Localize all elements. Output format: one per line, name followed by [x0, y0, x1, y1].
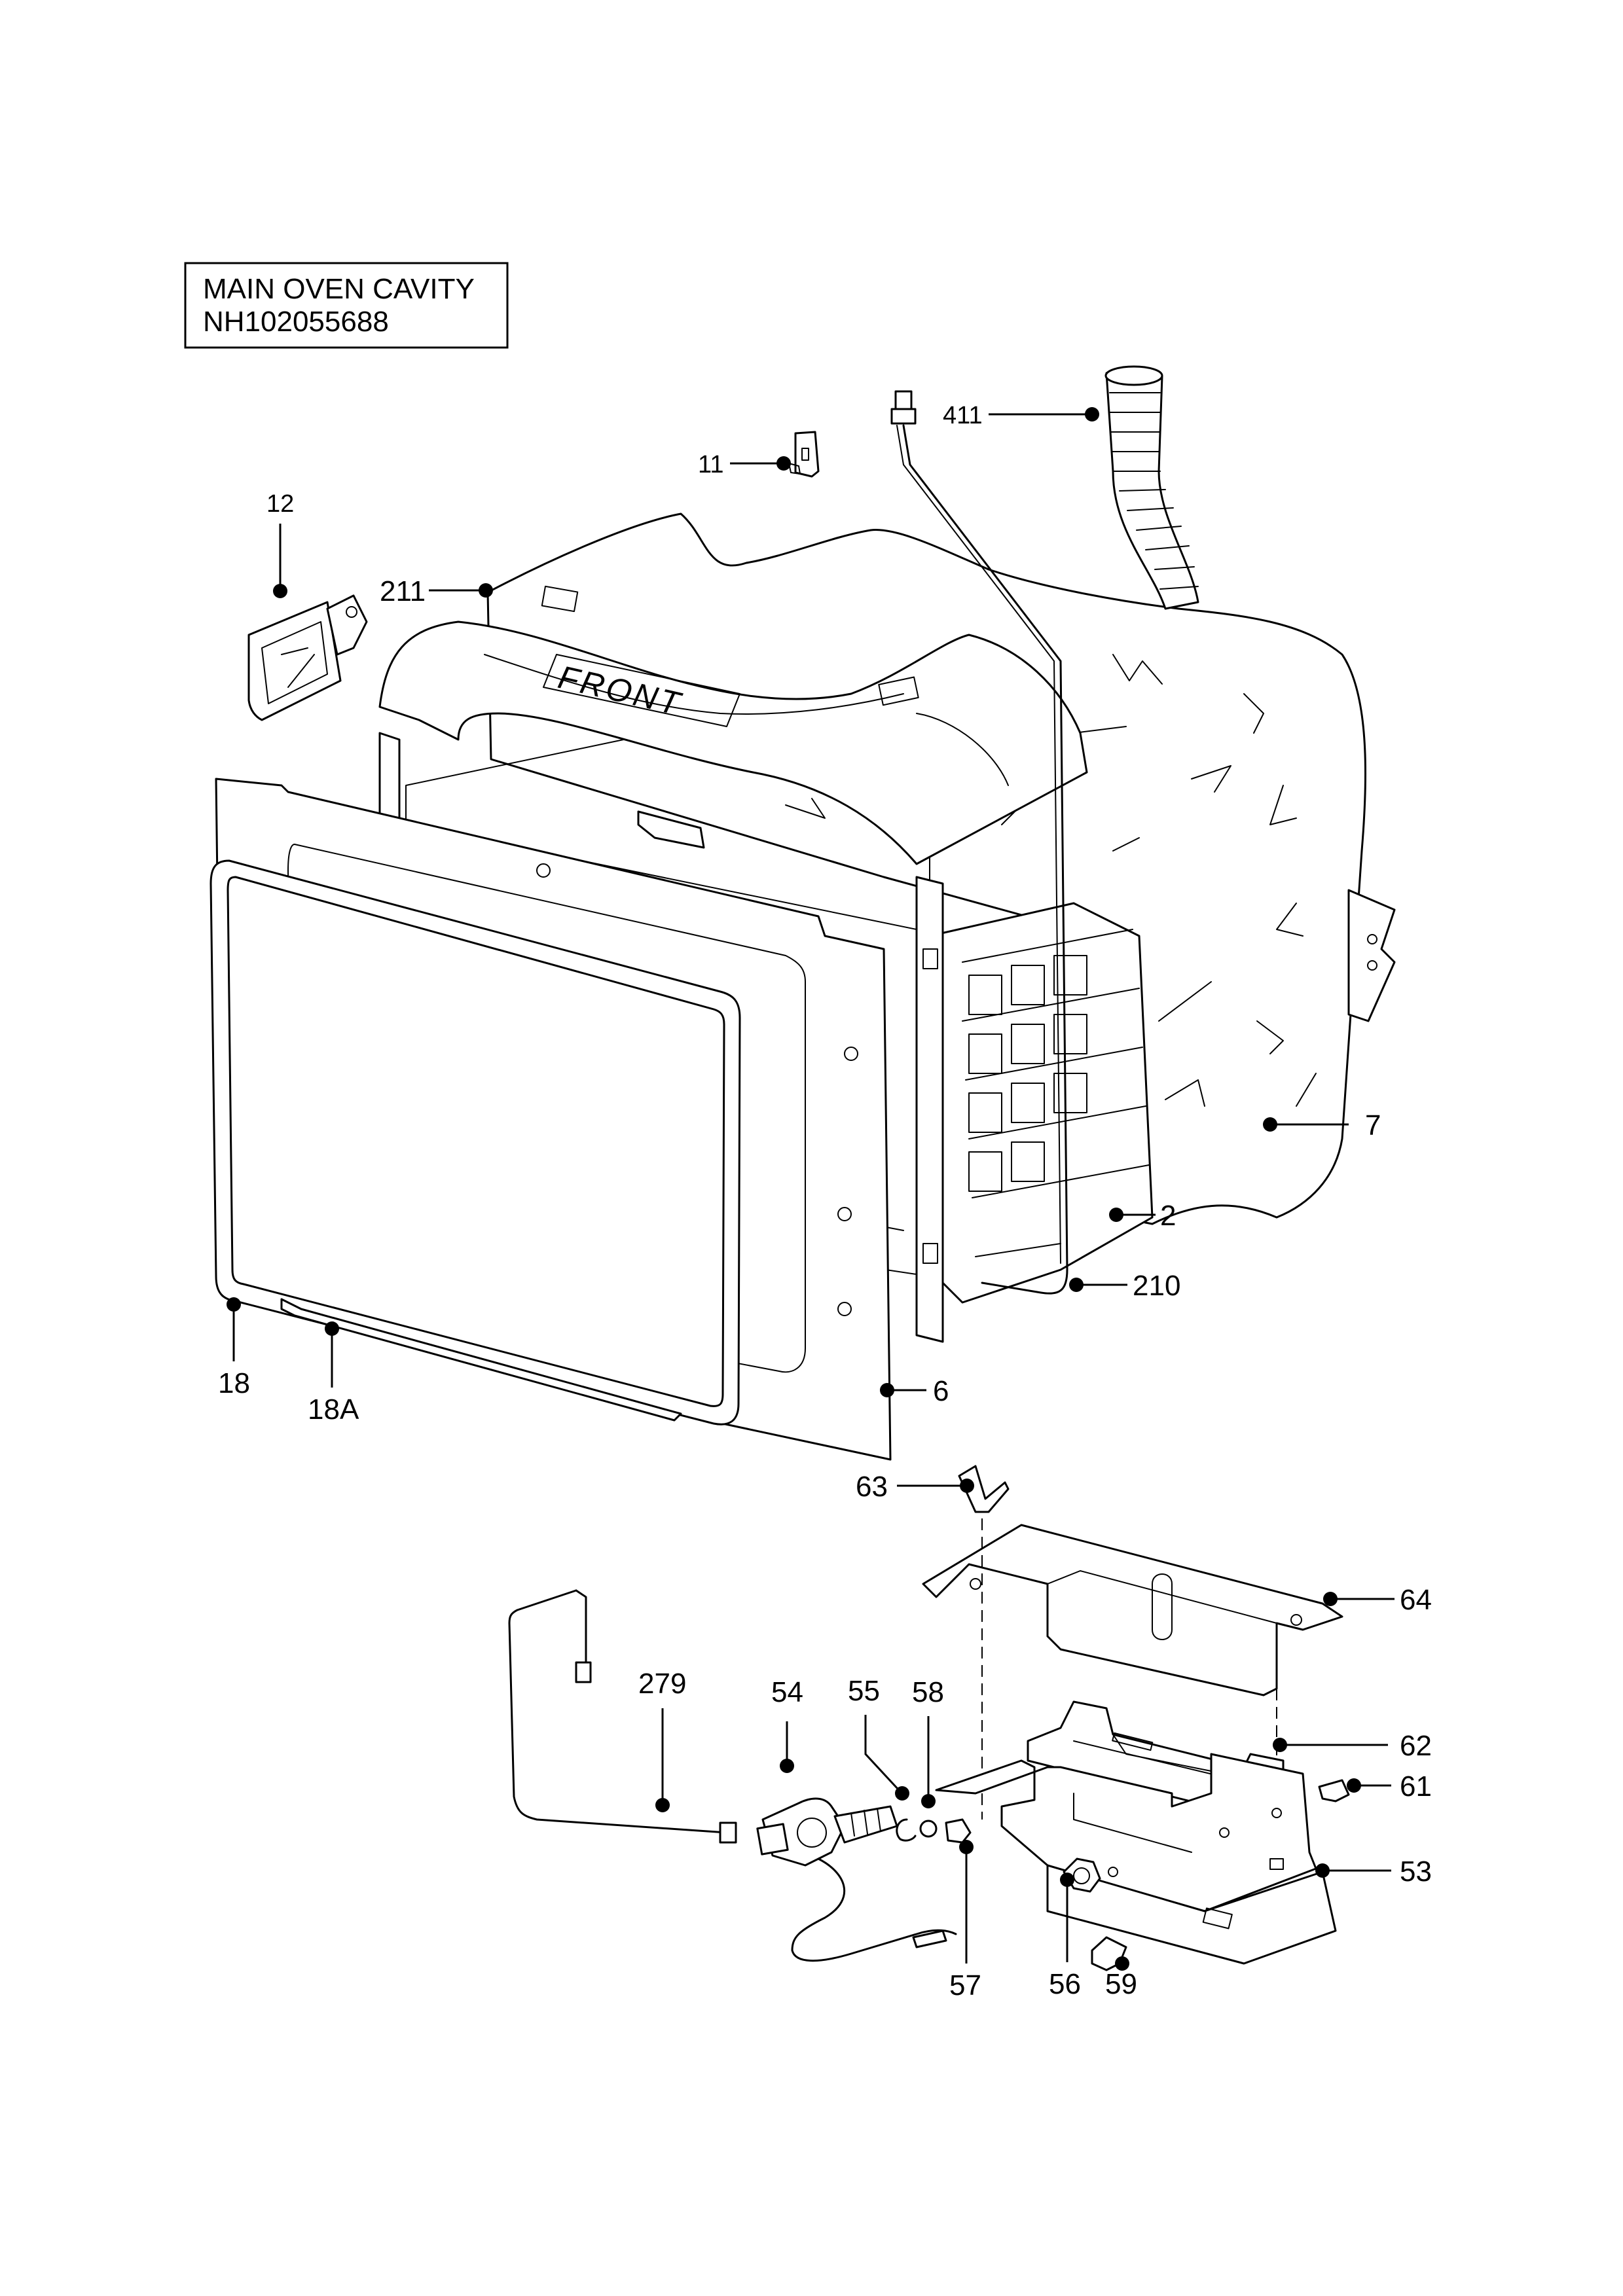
- callout-12: 12: [266, 490, 294, 598]
- callout-61: 61: [1347, 1770, 1432, 1803]
- callout-53: 53: [1315, 1856, 1432, 1888]
- callout-411-label: 411: [943, 402, 983, 429]
- callout-18-label: 18: [218, 1367, 250, 1399]
- callout-2-label: 2: [1160, 1200, 1176, 1232]
- callout-55-label: 55: [848, 1675, 880, 1707]
- callout-54-label: 54: [771, 1676, 803, 1708]
- callout-279-label: 279: [638, 1668, 686, 1700]
- callout-63-label: 63: [856, 1471, 888, 1503]
- callout-62: 62: [1273, 1730, 1432, 1762]
- callout-11: 11: [698, 451, 791, 478]
- callout-18A: 18A: [308, 1321, 359, 1426]
- callout-411: 411: [943, 402, 1099, 429]
- callout-279: 279: [638, 1668, 686, 1812]
- callout-56: 56: [1049, 1873, 1081, 2000]
- thermocouple-279: [508, 1589, 957, 1962]
- callout-57-label: 57: [949, 1969, 981, 2001]
- callout-55: 55: [848, 1675, 909, 1801]
- callout-7-label: 7: [1365, 1109, 1381, 1141]
- clip-63: [958, 1465, 1010, 1513]
- title-line-1: MAIN OVEN CAVITY: [203, 273, 475, 305]
- bracket-11: [788, 431, 820, 478]
- title-box: MAIN OVEN CAVITY NH102055688: [184, 262, 509, 349]
- door-seal-18: [210, 859, 741, 1426]
- top-duct-211: FRONT: [378, 585, 1088, 865]
- callout-53-label: 53: [1400, 1856, 1432, 1888]
- burner-cover-64: [922, 1524, 1343, 1696]
- callout-7: 7: [1263, 1109, 1381, 1141]
- callout-210: 210: [1069, 1270, 1180, 1302]
- callout-63: 63: [856, 1471, 974, 1503]
- callout-58-label: 58: [912, 1676, 944, 1708]
- callout-56-label: 56: [1049, 1968, 1081, 2000]
- clip-61: [1318, 1779, 1350, 1803]
- small-parts: [896, 1818, 972, 1844]
- callout-211-label: 211: [380, 575, 426, 607]
- callout-18: 18: [218, 1297, 250, 1399]
- callout-64: 64: [1323, 1584, 1432, 1616]
- callout-6: 6: [880, 1375, 949, 1407]
- callout-18A-label: 18A: [308, 1393, 359, 1426]
- callout-210-label: 210: [1133, 1270, 1180, 1302]
- callout-58: 58: [912, 1676, 944, 1808]
- callout-11-label: 11: [698, 451, 723, 478]
- callout-62-label: 62: [1400, 1730, 1432, 1762]
- title-line-2: NH102055688: [203, 306, 389, 338]
- callout-54: 54: [771, 1676, 803, 1773]
- callout-64-label: 64: [1400, 1584, 1432, 1616]
- callout-211: 211: [380, 575, 493, 607]
- bottom-strip-18A: [280, 1298, 682, 1422]
- callout-2: 2: [1109, 1200, 1176, 1232]
- callout-57: 57: [949, 1840, 981, 2001]
- rear-bracket: [1347, 889, 1396, 1022]
- callout-59-label: 59: [1105, 1968, 1137, 2000]
- capillary-210: [890, 390, 1068, 1295]
- callout-12-label: 12: [266, 490, 294, 518]
- callout-59: 59: [1105, 1956, 1137, 2000]
- lamp-12: [247, 594, 368, 721]
- callout-6-label: 6: [933, 1375, 949, 1407]
- gas-valve-54: [756, 1797, 898, 1867]
- flexible-hose-411: [1104, 365, 1199, 610]
- callout-61-label: 61: [1400, 1770, 1432, 1803]
- burner-tray-53: [935, 1753, 1337, 1965]
